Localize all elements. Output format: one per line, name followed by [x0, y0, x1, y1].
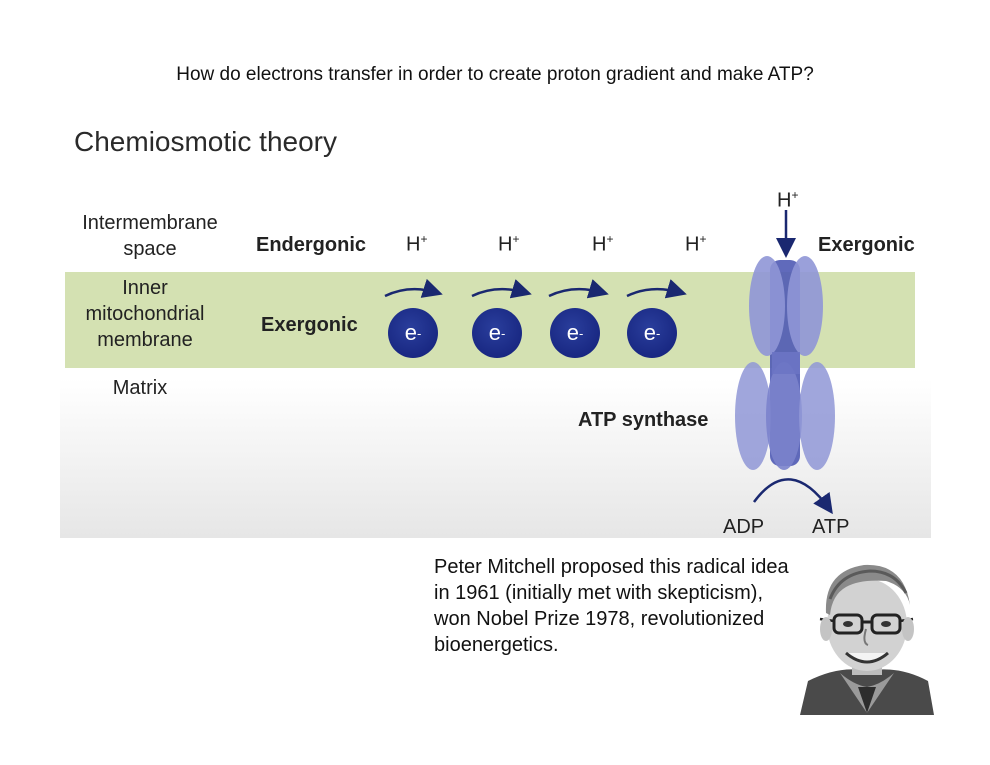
exergonic-synthase-label: Exergonic	[818, 234, 915, 256]
intermembrane-space-label: Intermembrane space	[70, 210, 230, 262]
proton-3: H+	[592, 232, 614, 256]
electron-1: e-	[388, 308, 438, 358]
peter-mitchell-portrait	[800, 553, 934, 715]
proton-4: H+	[685, 232, 707, 256]
inner-membrane-line-2: mitochondrial	[85, 303, 205, 325]
electron-arrow-2	[471, 279, 532, 299]
inner-membrane-line-3: membrane	[97, 329, 193, 351]
inner-membrane-line-1: Inner	[122, 277, 168, 299]
atp-synthase-complex	[735, 256, 835, 470]
mitchell-caption: Peter Mitchell proposed this radical ide…	[434, 556, 789, 656]
adp-atp-arrow	[752, 478, 833, 515]
adp-label: ADP	[723, 516, 765, 538]
inner-membrane-label: Inner mitochondrial membrane	[65, 275, 225, 353]
proton-synthase: H+	[777, 188, 799, 212]
electron-arrow-3	[548, 279, 609, 299]
electron-arrow-1	[384, 278, 443, 298]
proton-1: H+	[406, 232, 428, 256]
diagram-title: Chemiosmotic theory	[74, 126, 337, 157]
electron-3: e-	[550, 308, 600, 358]
matrix-label: Matrix	[112, 377, 168, 399]
electron-4: e-	[627, 308, 677, 358]
diagram-graphics	[384, 210, 835, 515]
intermembrane-line-2: space	[123, 238, 177, 260]
slide-question: How do electrons transfer in order to cr…	[176, 64, 814, 85]
atp-synthase-label: ATP synthase	[578, 409, 709, 431]
electron-2: e-	[472, 308, 522, 358]
electron-arrow-4	[626, 279, 687, 299]
chemiosmotic-diagram: Chemiosmotic theory Intermembrane space …	[60, 118, 931, 538]
endergonic-label: Endergonic	[256, 234, 367, 256]
proton-2: H+	[498, 232, 520, 256]
exergonic-membrane-label: Exergonic	[261, 314, 358, 336]
intermembrane-line-1: Intermembrane	[82, 212, 218, 234]
atp-label: ATP	[812, 516, 850, 538]
